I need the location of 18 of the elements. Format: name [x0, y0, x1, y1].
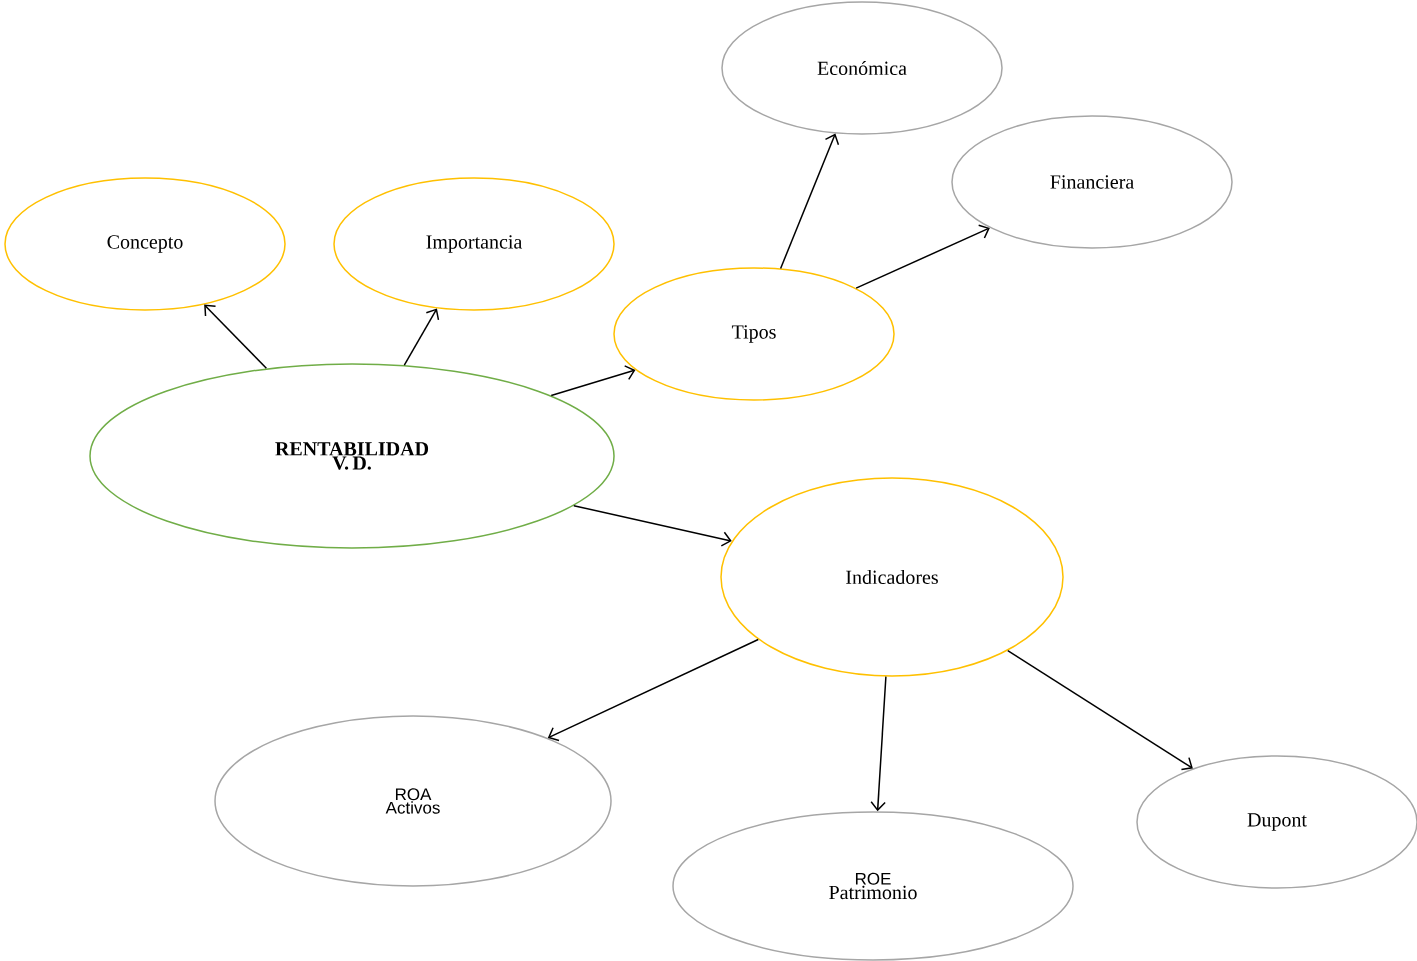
arrow: [550, 365, 636, 397]
ellipse-node: Financiera: [951, 115, 1233, 249]
ellipse-node: Indicadores: [720, 477, 1064, 677]
arrow: [403, 308, 440, 366]
ellipse-node: RENTABILIDAD V. D.: [89, 363, 615, 549]
arrow: [855, 224, 990, 289]
ellipse-node: Concepto: [4, 177, 286, 311]
arrow: [1007, 649, 1193, 771]
arrow: [870, 675, 887, 812]
arrow: [573, 504, 732, 547]
ellipse-node: Económica: [721, 1, 1003, 135]
arrow: [779, 133, 840, 270]
arrow: [547, 638, 759, 742]
ellipse-node: Importancia: [333, 177, 615, 311]
ellipse-node: ROA Activos: [214, 715, 612, 887]
arrow: [204, 304, 268, 370]
ellipse-node: Tipos: [613, 267, 895, 401]
ellipse-node: ROE Patrimonio: [672, 811, 1074, 961]
